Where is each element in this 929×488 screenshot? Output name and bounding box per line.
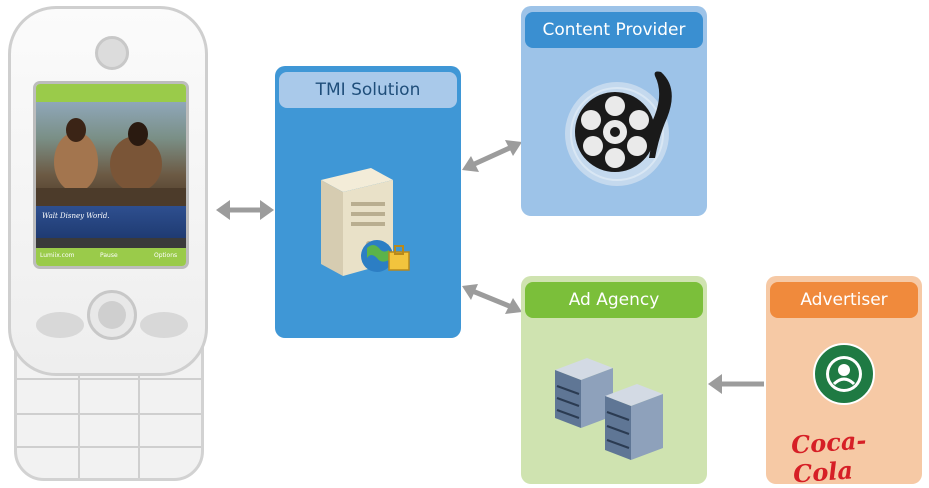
content-provider-label: Content Provider <box>542 20 686 40</box>
arrow-tmi-content <box>462 140 522 172</box>
ad-agency-box: Ad Agency <box>521 276 707 484</box>
phone-left-key <box>36 312 84 338</box>
screen-player-controls <box>36 238 186 248</box>
tmi-solution-box: TMI Solution <box>275 66 461 338</box>
advertiser-box: Advertiser Coca-Cola <box>766 276 922 488</box>
screen-banner-ad: Walt Disney World. <box>36 206 186 238</box>
arrow-advertiser-agency <box>708 374 764 394</box>
content-provider-header: Content Provider <box>525 12 703 48</box>
arrow-phone-tmi <box>216 200 274 220</box>
starbucks-logo-icon <box>813 343 875 405</box>
ad-agency-header: Ad Agency <box>525 282 703 318</box>
ad-agency-label: Ad Agency <box>568 290 660 310</box>
banner-ad-text: Walt Disney World. <box>42 212 110 220</box>
server-rack-icon <box>555 358 663 460</box>
softkey-center: Pause <box>100 252 118 259</box>
phone-top-button <box>95 36 129 70</box>
screen-softkeys: Lumiix.com Pause Options <box>36 248 186 266</box>
tmi-solution-label: TMI Solution <box>315 80 421 100</box>
server-icon <box>321 168 410 276</box>
coca-cola-logo: Coca-Cola <box>790 425 868 488</box>
softkey-right: Options <box>154 252 178 259</box>
film-reel-icon <box>565 71 672 186</box>
phone-nav-button <box>87 290 137 340</box>
screen-video <box>36 102 186 206</box>
content-provider-box: Content Provider <box>521 6 707 216</box>
phone-screen: Walt Disney World. Lumiix.com Pause Opti… <box>36 84 186 266</box>
softkey-left: Lumiix.com <box>40 252 75 259</box>
screen-status-bar <box>36 84 186 102</box>
arrow-tmi-agency <box>462 284 522 314</box>
tmi-solution-header: TMI Solution <box>279 72 457 108</box>
advertiser-header: Advertiser <box>770 282 918 318</box>
phone-right-key <box>140 312 188 338</box>
advertiser-label: Advertiser <box>800 290 888 310</box>
